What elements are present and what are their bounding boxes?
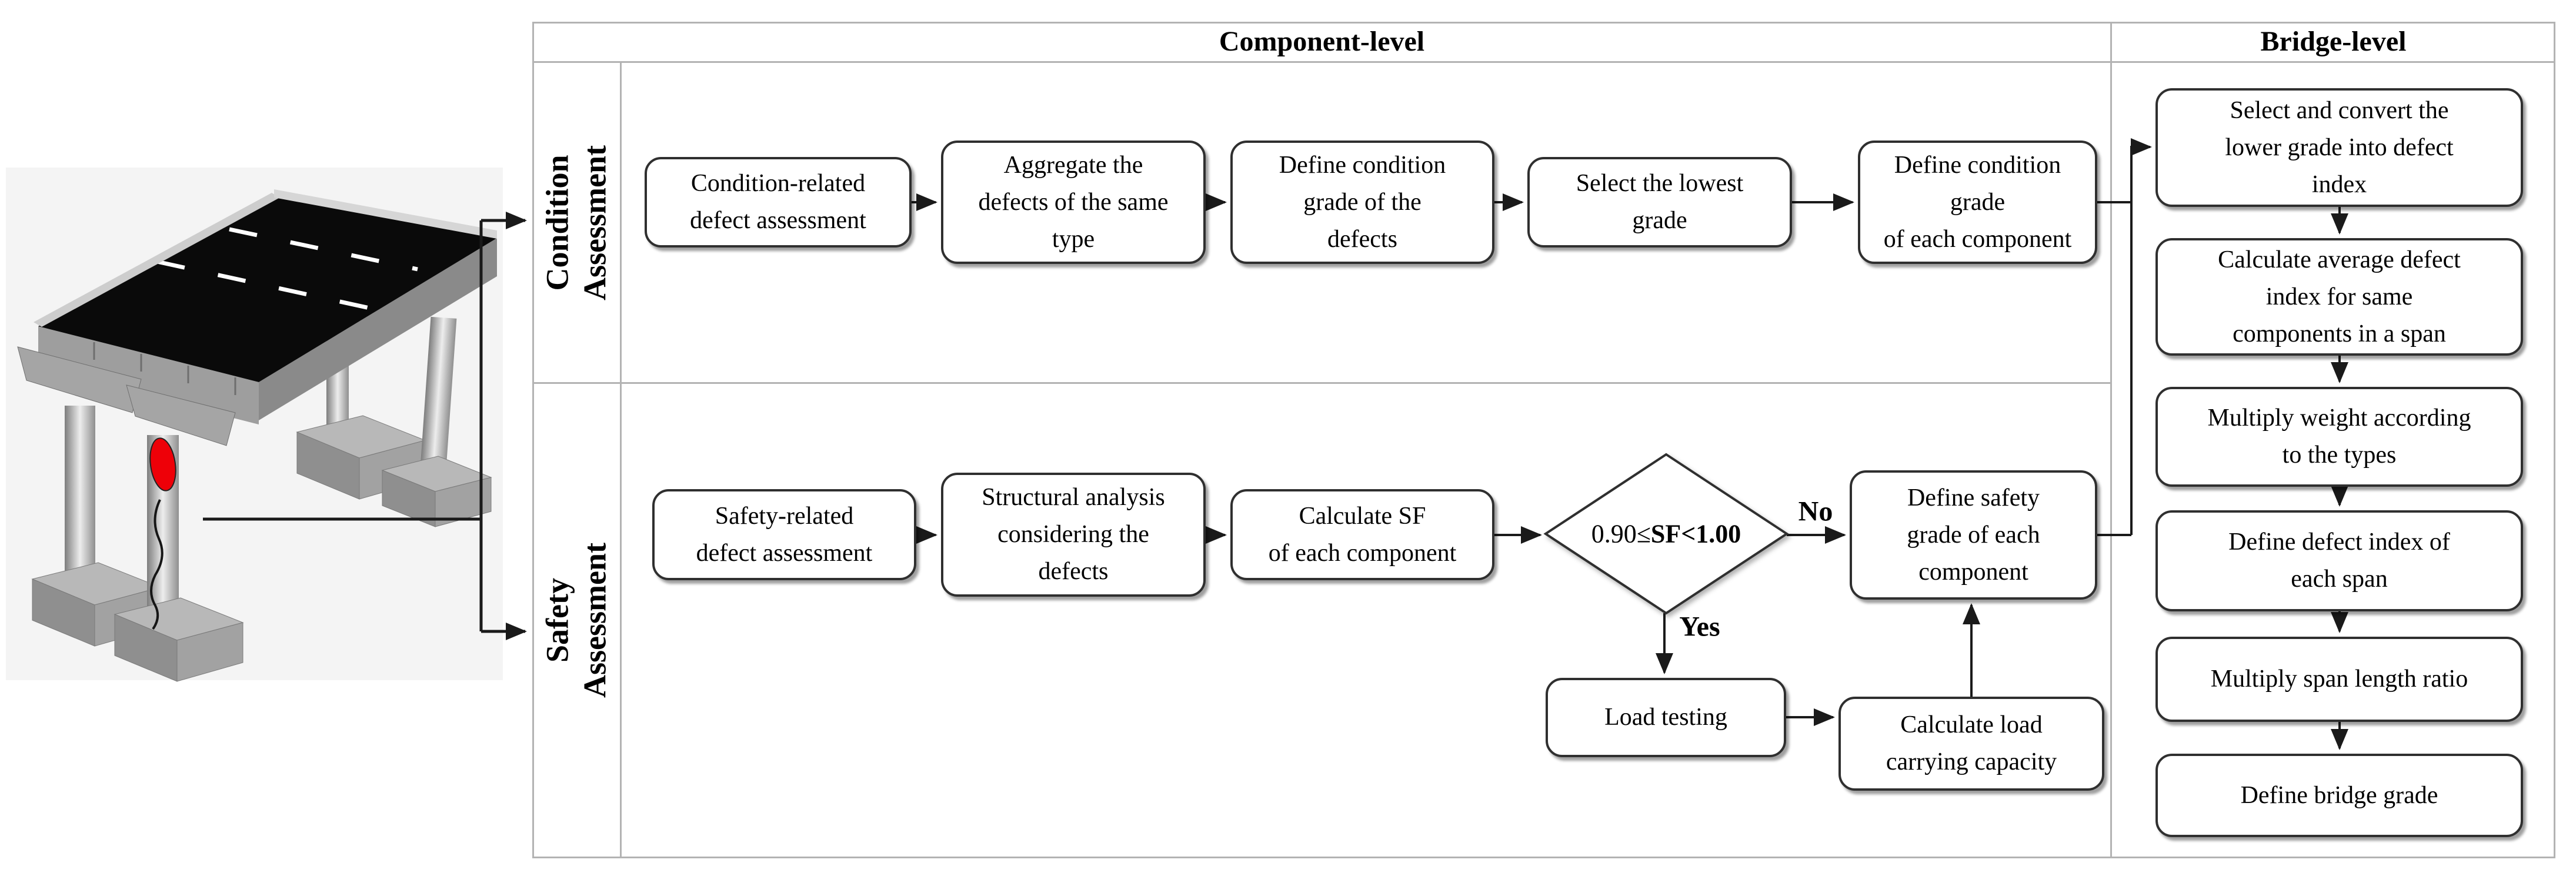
cracked-pier	[114, 435, 244, 682]
component-level-header: Component-level	[1219, 26, 1425, 57]
sf-condition-post: <1.00	[1681, 519, 1741, 548]
table-border	[532, 22, 2555, 858]
lane-dashes-front	[156, 259, 378, 312]
bridge-step-define-bridge-grade: Define bridge grade	[2155, 754, 2523, 837]
load-testing-box: Load testing	[1546, 678, 1786, 757]
crack-line	[150, 499, 163, 630]
sf-condition-pre: 0.90≤	[1591, 519, 1651, 548]
condition-step-define-grade-defects: Define condition grade of the defects	[1230, 141, 1494, 264]
bridge-step-convert-defect-index: Select and convert the lower grade into …	[2155, 88, 2523, 207]
left-barrier	[34, 193, 280, 327]
condition-step-aggregate-defects: Aggregate the defects of the same type	[941, 141, 1206, 264]
far-barrier	[274, 189, 497, 239]
drainage-pipes	[93, 342, 236, 395]
label-column-divider	[620, 63, 622, 858]
no-branch-label: No	[1798, 496, 1833, 527]
yes-branch-label: Yes	[1679, 611, 1720, 643]
safety-step-calculate-sf: Calculate SF of each component	[1230, 489, 1494, 580]
bridge-step-span-length-ratio: Multiply span length ratio	[2155, 637, 2523, 722]
center-pier-cap	[126, 384, 236, 446]
sf-decision-text: 0.90≤SF<1.00	[1591, 519, 1741, 549]
defect-marker	[149, 437, 176, 491]
condition-step-component-grade: Define condition grade of each component	[1858, 141, 2097, 264]
bridge-step-average-defect-index: Calculate average defect index for same …	[2155, 238, 2523, 356]
row-divider	[532, 382, 2112, 384]
load-capacity-box: Calculate load carrying capacity	[1838, 697, 2104, 791]
bridge-step-span-defect-index: Define defect index of each span	[2155, 510, 2523, 611]
bridge-illustration	[6, 168, 503, 682]
left-pier-cap	[17, 346, 142, 413]
road-surface	[38, 197, 497, 382]
header-divider	[532, 61, 2555, 63]
safety-step-define-grade: Define safety grade of each component	[1850, 470, 2097, 600]
bridge-level-header: Bridge-level	[2260, 26, 2407, 57]
condition-assessment-label: Condition Assessment	[539, 145, 612, 300]
bridge-step-multiply-weight: Multiply weight according to the types	[2155, 387, 2523, 487]
sf-condition-sf: SF	[1650, 519, 1681, 548]
sf-decision-diamond	[1543, 453, 1789, 615]
condition-step-defect-assessment: Condition-related defect assessment	[645, 157, 912, 247]
back-right-footing	[381, 456, 492, 527]
safety-assessment-label: Safety Assessment	[539, 543, 612, 698]
condition-step-select-lowest-grade: Select the lowest grade	[1527, 157, 1792, 247]
safety-step-structural-analysis: Structural analysis considering the defe…	[941, 473, 1206, 597]
deck-right-girder	[259, 238, 497, 420]
safety-step-defect-assessment: Safety-related defect assessment	[652, 489, 916, 580]
back-right-pier	[418, 316, 457, 495]
component-bridge-divider	[2110, 22, 2112, 858]
